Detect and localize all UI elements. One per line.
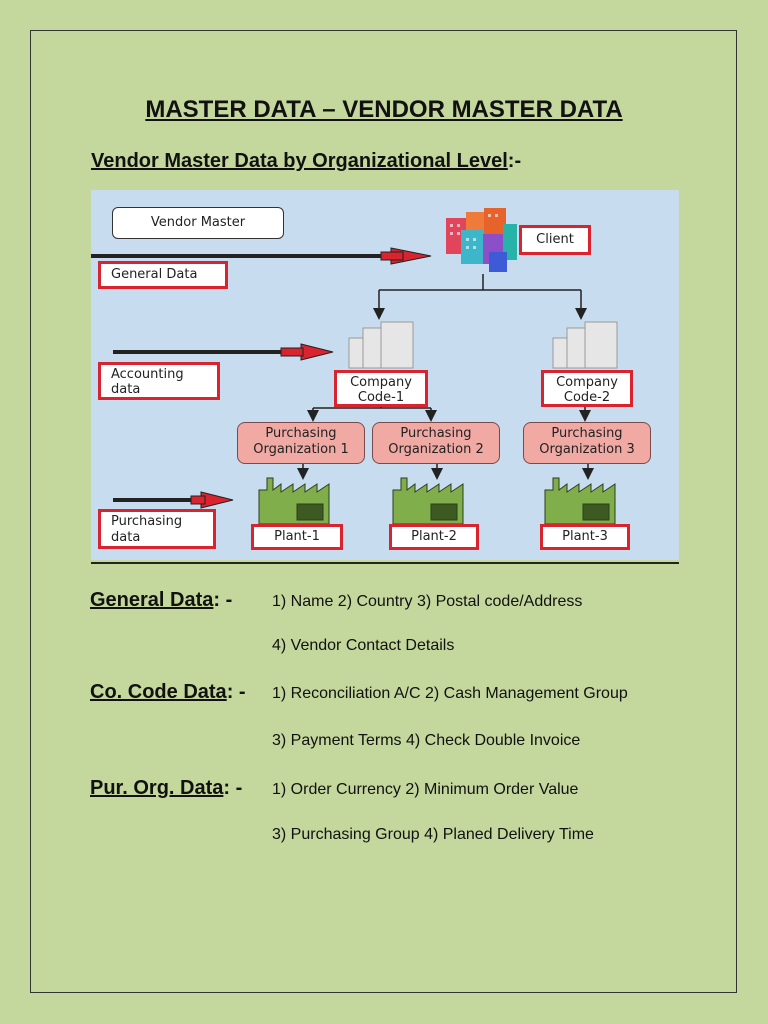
purchasing-data-level-label: Purchasing data (98, 509, 216, 549)
general-data-line-2: 4) Vendor Contact Details (272, 637, 455, 654)
pur-org-data-heading: Pur. Org. Data: - (90, 777, 242, 800)
co-code-data-heading: Co. Code Data: - (90, 681, 246, 704)
company-code-1-line1: Company (350, 375, 412, 390)
subtitle-suffix: :- (507, 150, 522, 172)
purchasing-org-1-line1: Purchasing (265, 426, 337, 441)
co-code-data-line-2: 3) Payment Terms 4) Check Double Invoice (272, 732, 581, 749)
co-code-data-heading-suffix: : - (226, 681, 246, 703)
general-data-level-label: General Data (98, 261, 228, 289)
company-code-2-line1: Company (556, 375, 618, 390)
company-code-1-box: Company Code-1 (334, 370, 428, 407)
general-data-heading-text: General Data (90, 589, 214, 611)
purchasing-org-1-line2: Organization 1 (253, 442, 349, 457)
general-data-heading-suffix: : - (213, 589, 233, 611)
general-data-line-1: 1) Name 2) Country 3) Postal code/Addres… (272, 593, 583, 610)
diagram-connectors (91, 208, 618, 525)
company-code-2-box: Company Code-2 (541, 370, 633, 407)
accounting-label-line1: Accounting (111, 367, 184, 382)
purchasing-org-2-line2: Organization 2 (388, 442, 484, 457)
company-code-2-building-icon (552, 321, 618, 369)
pur-org-data-line-2: 3) Purchasing Group 4) Planed Delivery T… (272, 826, 594, 843)
diagram-underline (91, 562, 679, 564)
client-tree-lines (373, 274, 587, 320)
purchasing-organization-1-box: Purchasing Organization 1 (237, 422, 365, 464)
accounting-level-arrow (113, 343, 334, 361)
plant-2-label: Plant-2 (389, 524, 479, 550)
page-frame (30, 30, 737, 993)
general-level-arrow (91, 247, 432, 265)
plant-3-label: Plant-3 (540, 524, 630, 550)
purchasing-org-2-line1: Purchasing (400, 426, 472, 441)
purchasing-label-line2: data (111, 530, 141, 545)
pur-org-data-heading-suffix: : - (223, 777, 243, 799)
org-level-diagram: Vendor Master Client General Data Accoun… (91, 190, 679, 560)
page-subtitle: Vendor Master Data by Organizational Lev… (91, 150, 521, 173)
page-title: MASTER DATA – VENDOR MASTER DATA (145, 96, 623, 123)
company-code-2-line2: Code-2 (563, 390, 611, 405)
plant-1-label: Plant-1 (251, 524, 343, 550)
purchasing-org-3-line2: Organization 3 (539, 442, 635, 457)
purchasing-level-arrow (113, 491, 234, 509)
pur-org-data-heading-text: Pur. Org. Data (90, 777, 224, 799)
accounting-label-line2: data (111, 382, 141, 397)
company-code-1-building-icon (348, 321, 414, 369)
client-label: Client (519, 225, 591, 255)
purchasing-org-3-line1: Purchasing (551, 426, 623, 441)
client-buildings-icon (446, 208, 517, 272)
plant-2-factory-icon (392, 477, 464, 525)
company-code-1-line2: Code-1 (357, 390, 405, 405)
vendor-master-label: Vendor Master (112, 207, 284, 239)
purchasing-organization-2-box: Purchasing Organization 2 (372, 422, 500, 464)
purchasing-label-line1: Purchasing (111, 514, 183, 529)
co-code-data-line-1: 1) Reconciliation A/C 2) Cash Management… (272, 685, 628, 702)
plant-1-factory-icon (258, 477, 330, 525)
general-data-heading: General Data: - (90, 589, 232, 612)
plant-3-factory-icon (544, 477, 616, 525)
accounting-data-level-label: Accounting data (98, 362, 220, 400)
co-code-data-heading-text: Co. Code Data (90, 681, 227, 703)
org-to-plant-lines (297, 464, 594, 480)
pur-org-data-line-1: 1) Order Currency 2) Minimum Order Value (272, 781, 579, 798)
subtitle-text: Vendor Master Data by Organizational Lev… (91, 150, 508, 172)
purchasing-organization-3-box: Purchasing Organization 3 (523, 422, 651, 464)
